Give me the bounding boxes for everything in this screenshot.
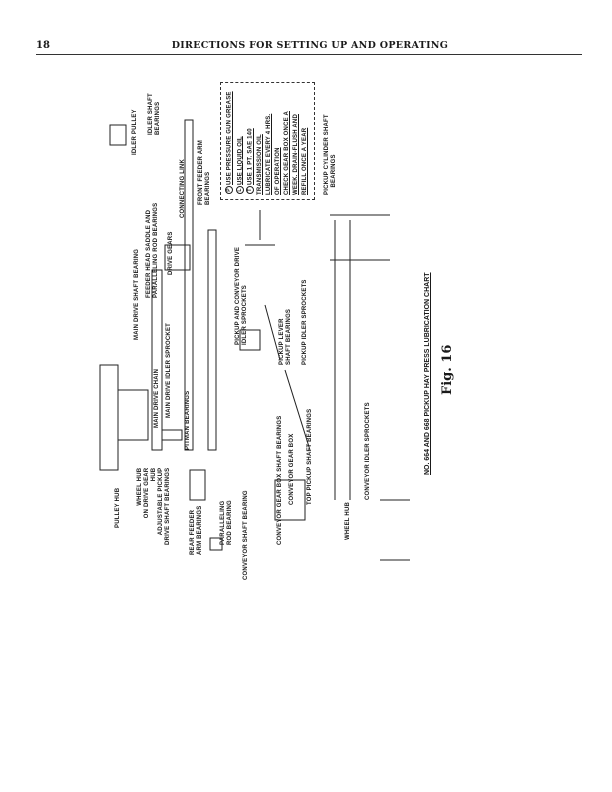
lubrication-legend: PUSE PRESSURE GUN GREASE LUSE LIQUID OIL… — [220, 82, 315, 200]
oil-symbol: L — [235, 186, 244, 194]
machine-drawing — [99, 119, 410, 561]
label-conveyor-idler: CONVEYOR IDLER SPROCKETS — [365, 402, 371, 500]
label-conveyor-gearbox: CONVEYOR GEAR BOX — [289, 433, 295, 505]
label-top-pickup: TOP PICKUP SHAFT BEARINGS — [307, 408, 313, 505]
label-connecting-link: CONNECTING LINK — [180, 159, 186, 218]
grease-symbol: P — [225, 186, 233, 194]
header-rule — [36, 54, 582, 55]
figure-number: Fig. 16 — [440, 344, 455, 395]
label-conveyor-shaft: CONVEYOR SHAFT BEARING — [243, 490, 249, 580]
label-pulley-hub: PULLEY HUB — [115, 487, 121, 528]
label-pickup-idler: PICKUP IDLER SPROCKETS — [302, 279, 308, 365]
lubrication-diagram: PUSE PRESSURE GUN GREASE LUSE LIQUID OIL… — [90, 80, 470, 700]
label-conveyor-gearbox-shaft: CONVEYOR GEAR BOX SHAFT BEARINGS — [277, 415, 283, 545]
label-idler-pulley: IDLER PULLEY — [132, 109, 138, 155]
label-main-drive-chain: MAIN DRIVE CHAIN — [154, 368, 160, 428]
label-main-drive-shaft: MAIN DRIVE SHAFT BEARING — [134, 248, 140, 340]
label-pitman: PITMAN BEARINGS — [185, 390, 191, 450]
label-wheel-hub: WHEEL HUB — [345, 501, 351, 540]
label-main-drive-idler: MAIN DRIVE IDLER SPROCKET — [166, 322, 172, 418]
transmission-symbol: T — [246, 186, 255, 194]
page-number: 18 — [36, 40, 50, 51]
label-pickup-cylinder: PICKUP CYLINDER SHAFT BEARINGS — [324, 114, 337, 195]
chart-title: NO. 664 AND 668 PICKUP HAY PRESS LUBRICA… — [424, 272, 431, 475]
label-drive-gears: DRIVE GEARS — [168, 231, 174, 275]
running-header: DIRECTIONS FOR SETTING UP AND OPERATING — [171, 40, 449, 51]
